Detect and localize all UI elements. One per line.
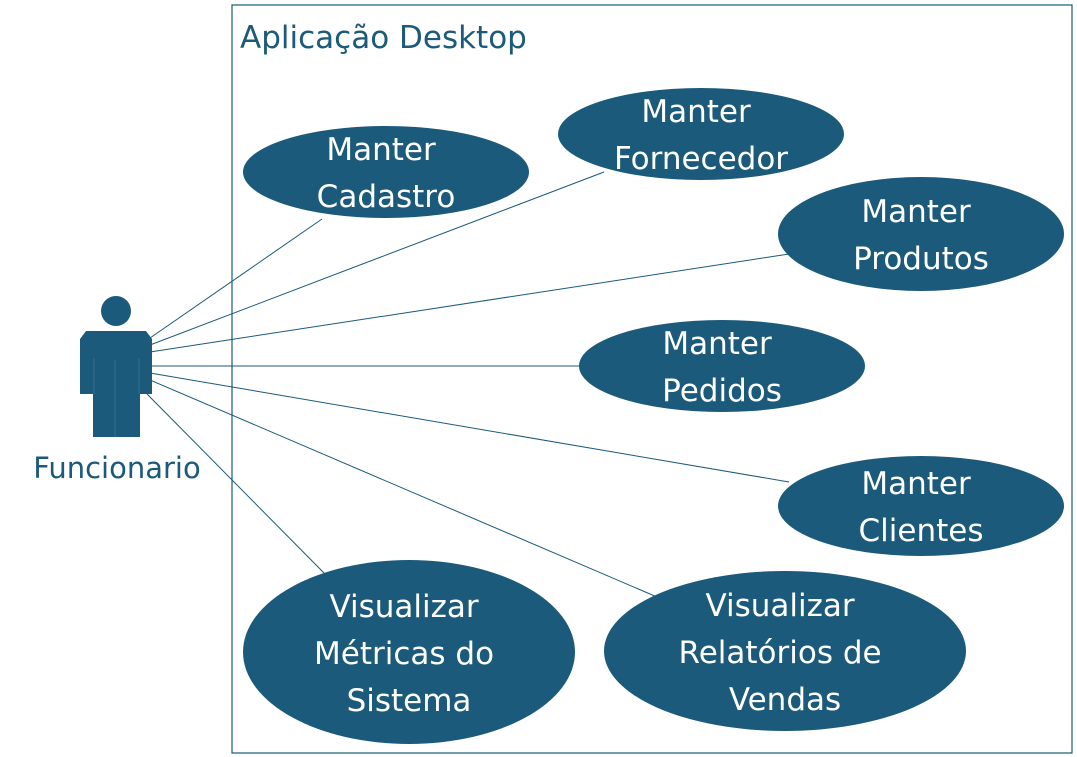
system-boundary [231,4,1073,754]
use-case-manter-pedidos[interactable]: Manter Pedidos [579,320,865,412]
actor-label: Funcionario [33,451,200,485]
use-case-manter-cadastro[interactable]: Manter Cadastro [243,126,529,218]
use-case-ellipse [243,560,575,744]
use-case-label-line: Manter [641,94,751,130]
association-manter-fornecedor [149,171,605,346]
use-case-label-line: Manter [326,132,436,168]
use-case-label-line: Clientes [859,513,984,549]
svg-text:Manter Produtos: Manter Produtos [853,194,989,277]
use-case-ellipse [604,571,966,731]
use-case-visualizar-metricas[interactable]: Visualizar Métricas do Sistema [243,560,575,744]
associations [146,171,790,598]
use-case-ellipse [243,126,529,218]
svg-text:Manter Pedidos: Manter Pedidos [662,326,782,409]
use-case-ellipse [579,320,865,412]
svg-text:Visualizar Relatórios de: Visualizar Relatórios de Vendas [679,588,892,718]
use-case-label-line: Relatórios de [679,635,882,671]
use-case-label-line: Pedidos [662,373,782,409]
use-case-ellipse [778,456,1064,556]
use-case-label-line: Vendas [729,682,841,718]
use-case-manter-fornecedor[interactable]: Manter Fornecedor [558,88,844,180]
svg-text:Manter Fornecedor: Manter Fornecedor [614,94,788,177]
svg-text:Manter Clientes: Manter Clientes [859,466,984,549]
use-case-label-line: Sistema [347,683,472,719]
use-case-ellipse [778,177,1064,291]
association-visualizar-metricas [146,393,326,575]
use-case-label-line: Cadastro [317,179,456,215]
use-case-manter-clientes[interactable]: Manter Clientes [778,456,1064,556]
svg-text:Visualizar Métricas do: Visualizar Métricas do Sistema [314,589,504,719]
association-visualizar-relatorios [149,379,658,598]
use-case-label-line: Métricas do [314,636,494,672]
use-case-label-line: Visualizar [705,588,854,624]
person-icon [80,296,152,437]
use-case-ellipse [558,88,844,180]
use-case-visualizar-relatorios[interactable]: Visualizar Relatórios de Vendas [604,571,966,731]
use-case-label-line: Manter [662,326,772,362]
use-case-label-line: Manter [861,194,971,230]
use-case-label-line: Fornecedor [614,141,788,177]
association-manter-cadastro [149,218,323,339]
use-case-manter-produtos[interactable]: Manter Produtos [778,177,1064,291]
svg-text:Manter Cadastro: Manter Cadastro [317,132,456,215]
use-case-label-line: Produtos [853,241,989,277]
use-case-label-line: Visualizar [329,589,478,625]
actor: Funcionario [33,296,201,485]
use-case-label-line: Manter [861,466,971,502]
association-manter-produtos [149,253,790,353]
system-title: Aplicação Desktop [240,20,527,56]
association-manter-clientes [149,372,790,483]
